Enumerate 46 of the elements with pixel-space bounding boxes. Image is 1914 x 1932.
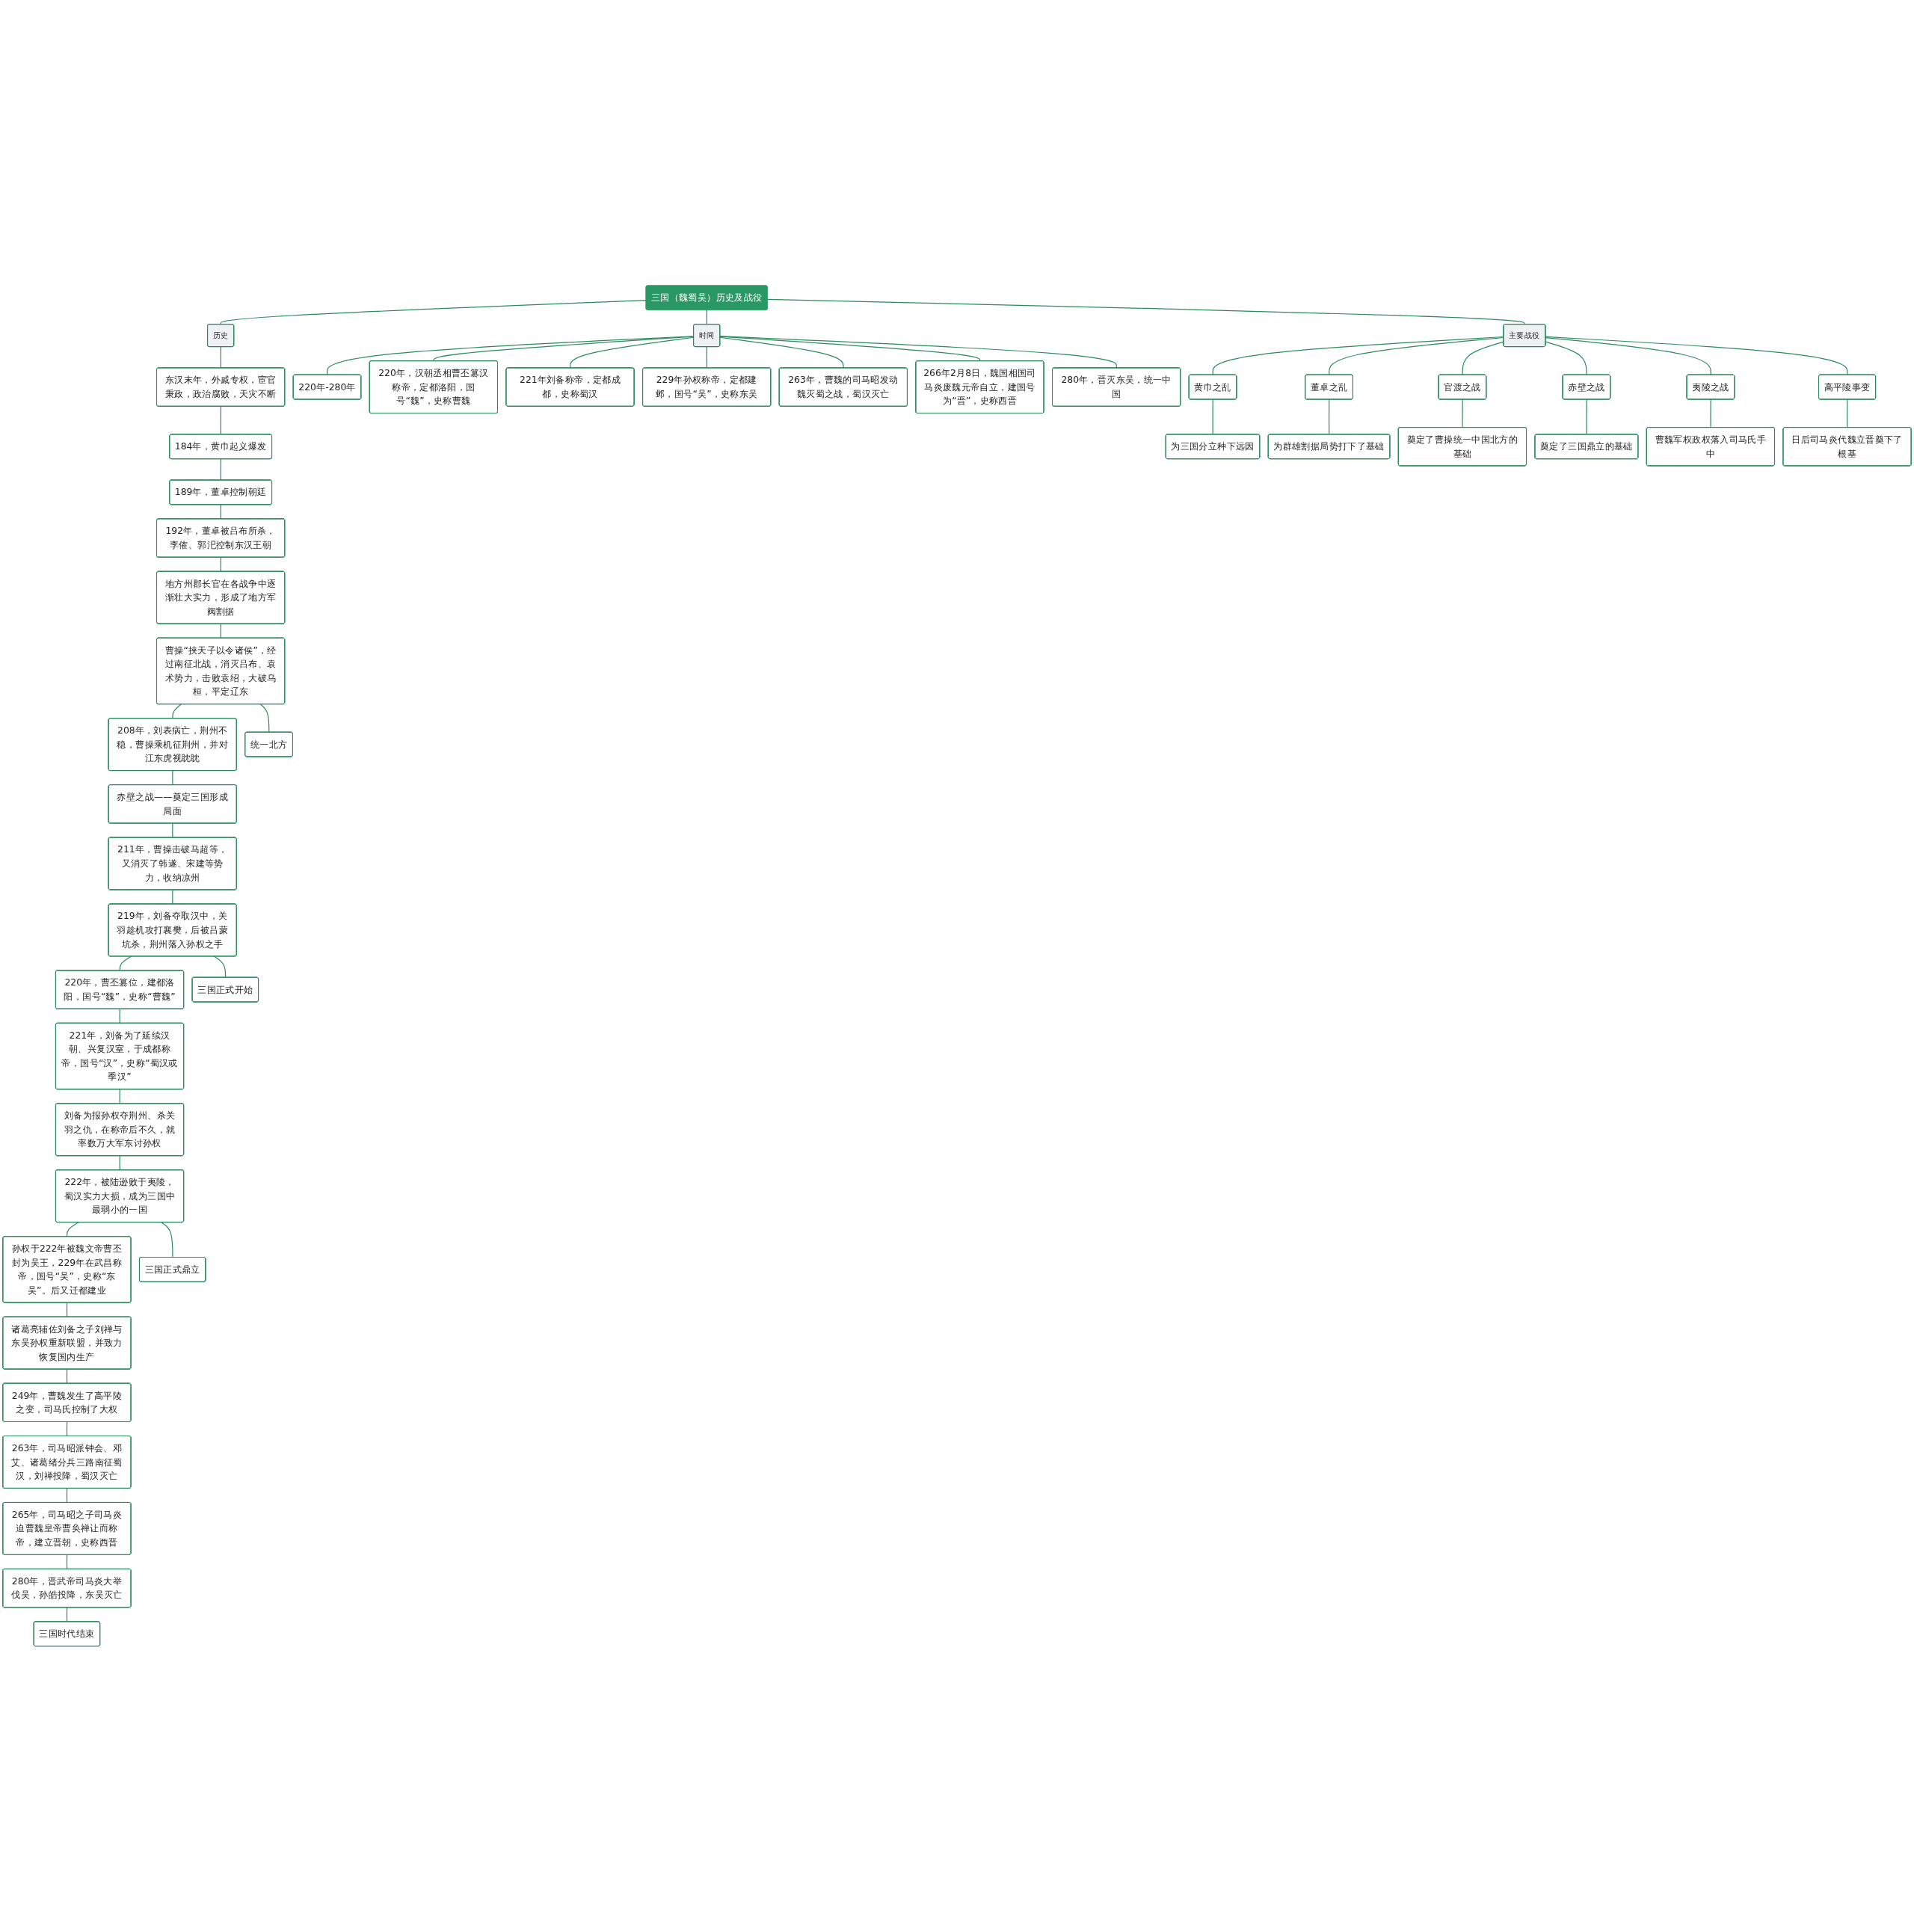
connector — [220, 406, 221, 435]
connector — [1329, 399, 1330, 435]
connector — [220, 624, 221, 639]
connector — [67, 1222, 79, 1237]
connector — [220, 300, 647, 325]
connector — [1545, 337, 1711, 376]
connector — [1545, 341, 1587, 376]
connector — [66, 1607, 68, 1622]
connector — [706, 310, 707, 325]
connector — [706, 346, 707, 369]
connector — [66, 1369, 68, 1385]
connector — [172, 889, 173, 905]
connector — [433, 336, 695, 362]
connector — [719, 336, 981, 362]
connector — [172, 770, 173, 786]
connector — [213, 956, 227, 979]
connector — [172, 704, 182, 719]
connector — [66, 1554, 68, 1570]
connector — [66, 1421, 68, 1437]
connector — [719, 336, 1117, 369]
connector — [1212, 336, 1504, 376]
connector — [119, 956, 132, 971]
connector — [119, 1155, 120, 1171]
connector — [220, 504, 221, 520]
connector — [161, 1222, 173, 1258]
connector — [220, 458, 221, 482]
connector — [119, 1089, 120, 1104]
connector — [1847, 399, 1848, 428]
connector — [1212, 399, 1213, 435]
connector — [327, 336, 695, 376]
connector — [1329, 337, 1504, 376]
connector — [172, 822, 173, 839]
connector — [570, 336, 695, 369]
connector — [1462, 341, 1504, 376]
connector — [1462, 399, 1463, 428]
connector — [119, 1009, 120, 1024]
connector — [1545, 336, 1848, 376]
connector — [1586, 399, 1587, 435]
connector — [259, 704, 270, 733]
connector — [66, 1302, 68, 1318]
connector — [66, 1488, 68, 1504]
connector — [220, 346, 221, 369]
connector — [1710, 399, 1711, 428]
connector — [719, 336, 844, 369]
connector — [767, 299, 1525, 325]
connector — [220, 557, 221, 573]
